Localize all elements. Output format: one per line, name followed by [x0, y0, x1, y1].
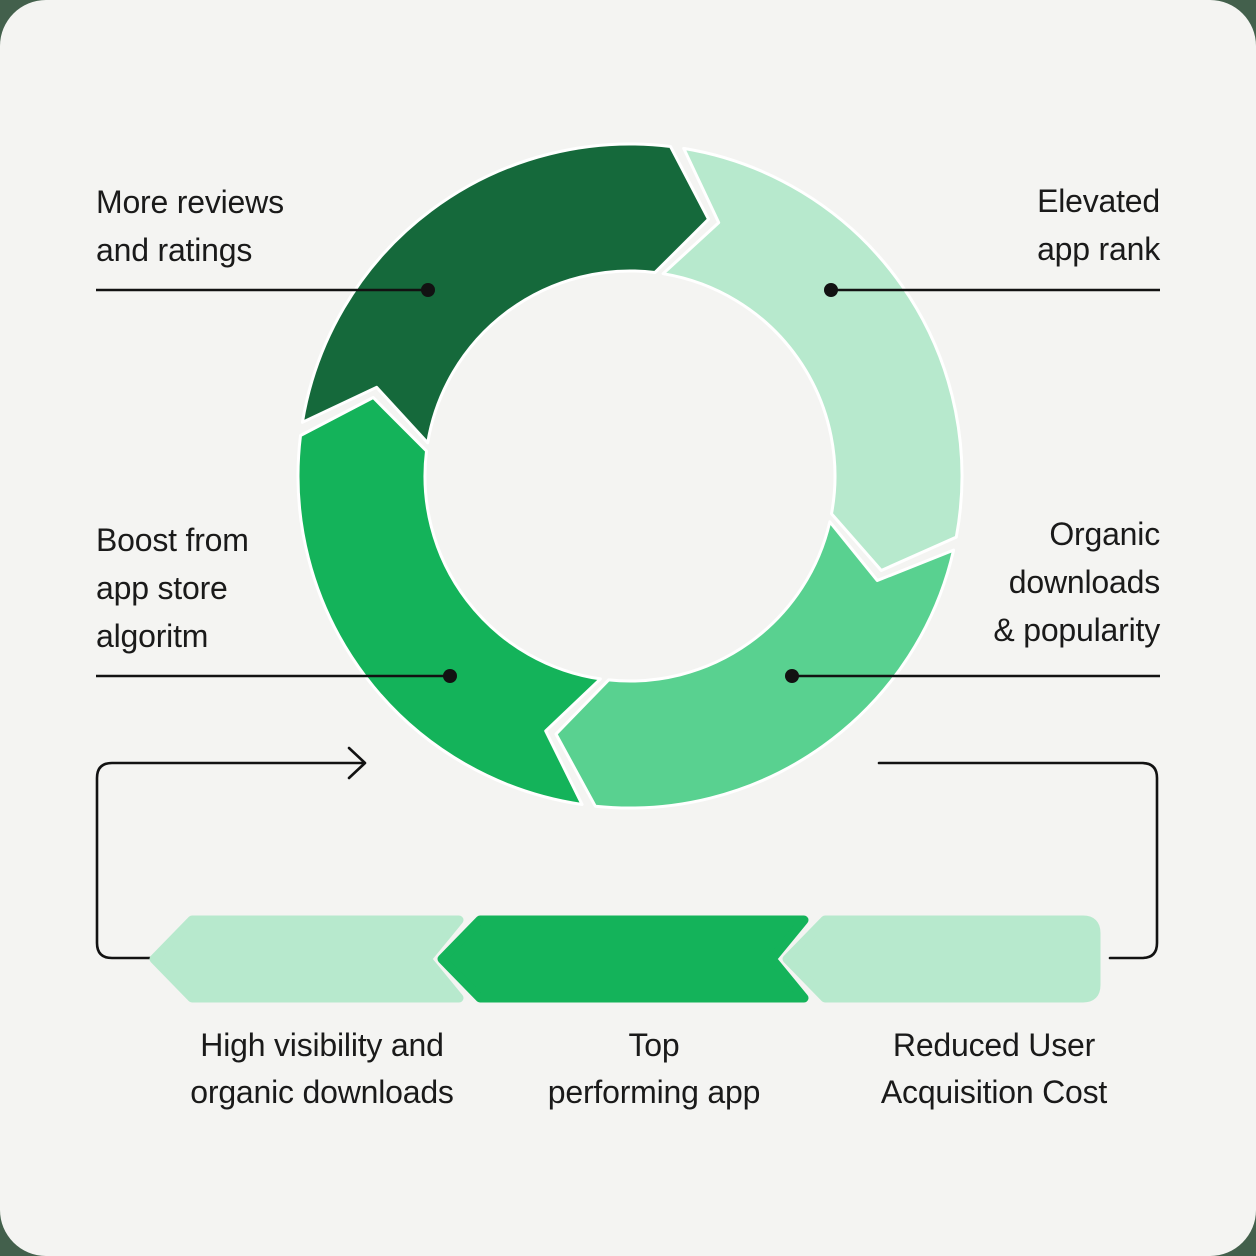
arrow-right-icon	[347, 746, 367, 780]
label-elevated-app-rank: Elevated app rank	[1037, 183, 1160, 267]
callout-boost-line	[96, 669, 457, 683]
flow-bar-segment-high-visibility	[149, 915, 464, 1003]
callout-elevated-rank-line	[824, 283, 1160, 297]
callout-dot	[824, 283, 838, 297]
loop-connector-left	[95, 746, 367, 960]
label-organic-downloads: Organic downloads & popularity	[993, 516, 1160, 648]
cycle-segment-organic-downloads	[554, 520, 956, 810]
callout-dot	[421, 283, 435, 297]
label-high-visibility: High visibility and organic downloads	[190, 1027, 454, 1110]
label-top-performing: Top performing app	[547, 1027, 761, 1110]
cycle-segment-boost-algorithm	[296, 396, 602, 806]
callout-organic-line	[785, 669, 1160, 683]
callout-more-reviews-line	[96, 283, 435, 297]
cycle-segment-more-reviews	[300, 142, 710, 445]
cycle-diagram	[296, 142, 964, 810]
flow-bar-segment-reduced-cac	[782, 915, 1101, 1003]
callout-dot	[443, 669, 457, 683]
label-boost-algorithm: Boost from app store algoritm	[96, 522, 249, 654]
loop-connector-right	[877, 761, 1159, 960]
flow-bar-segment-top-performing	[437, 915, 809, 1003]
label-more-reviews: More reviews and ratings	[96, 184, 284, 268]
flow-bar	[149, 915, 1101, 1003]
cycle-segment-elevated-app-rank	[661, 146, 964, 572]
callout-dot	[785, 669, 799, 683]
callout-lines	[96, 283, 1160, 683]
label-reduced-cac: Reduced User Acquisition Cost	[880, 1027, 1108, 1110]
